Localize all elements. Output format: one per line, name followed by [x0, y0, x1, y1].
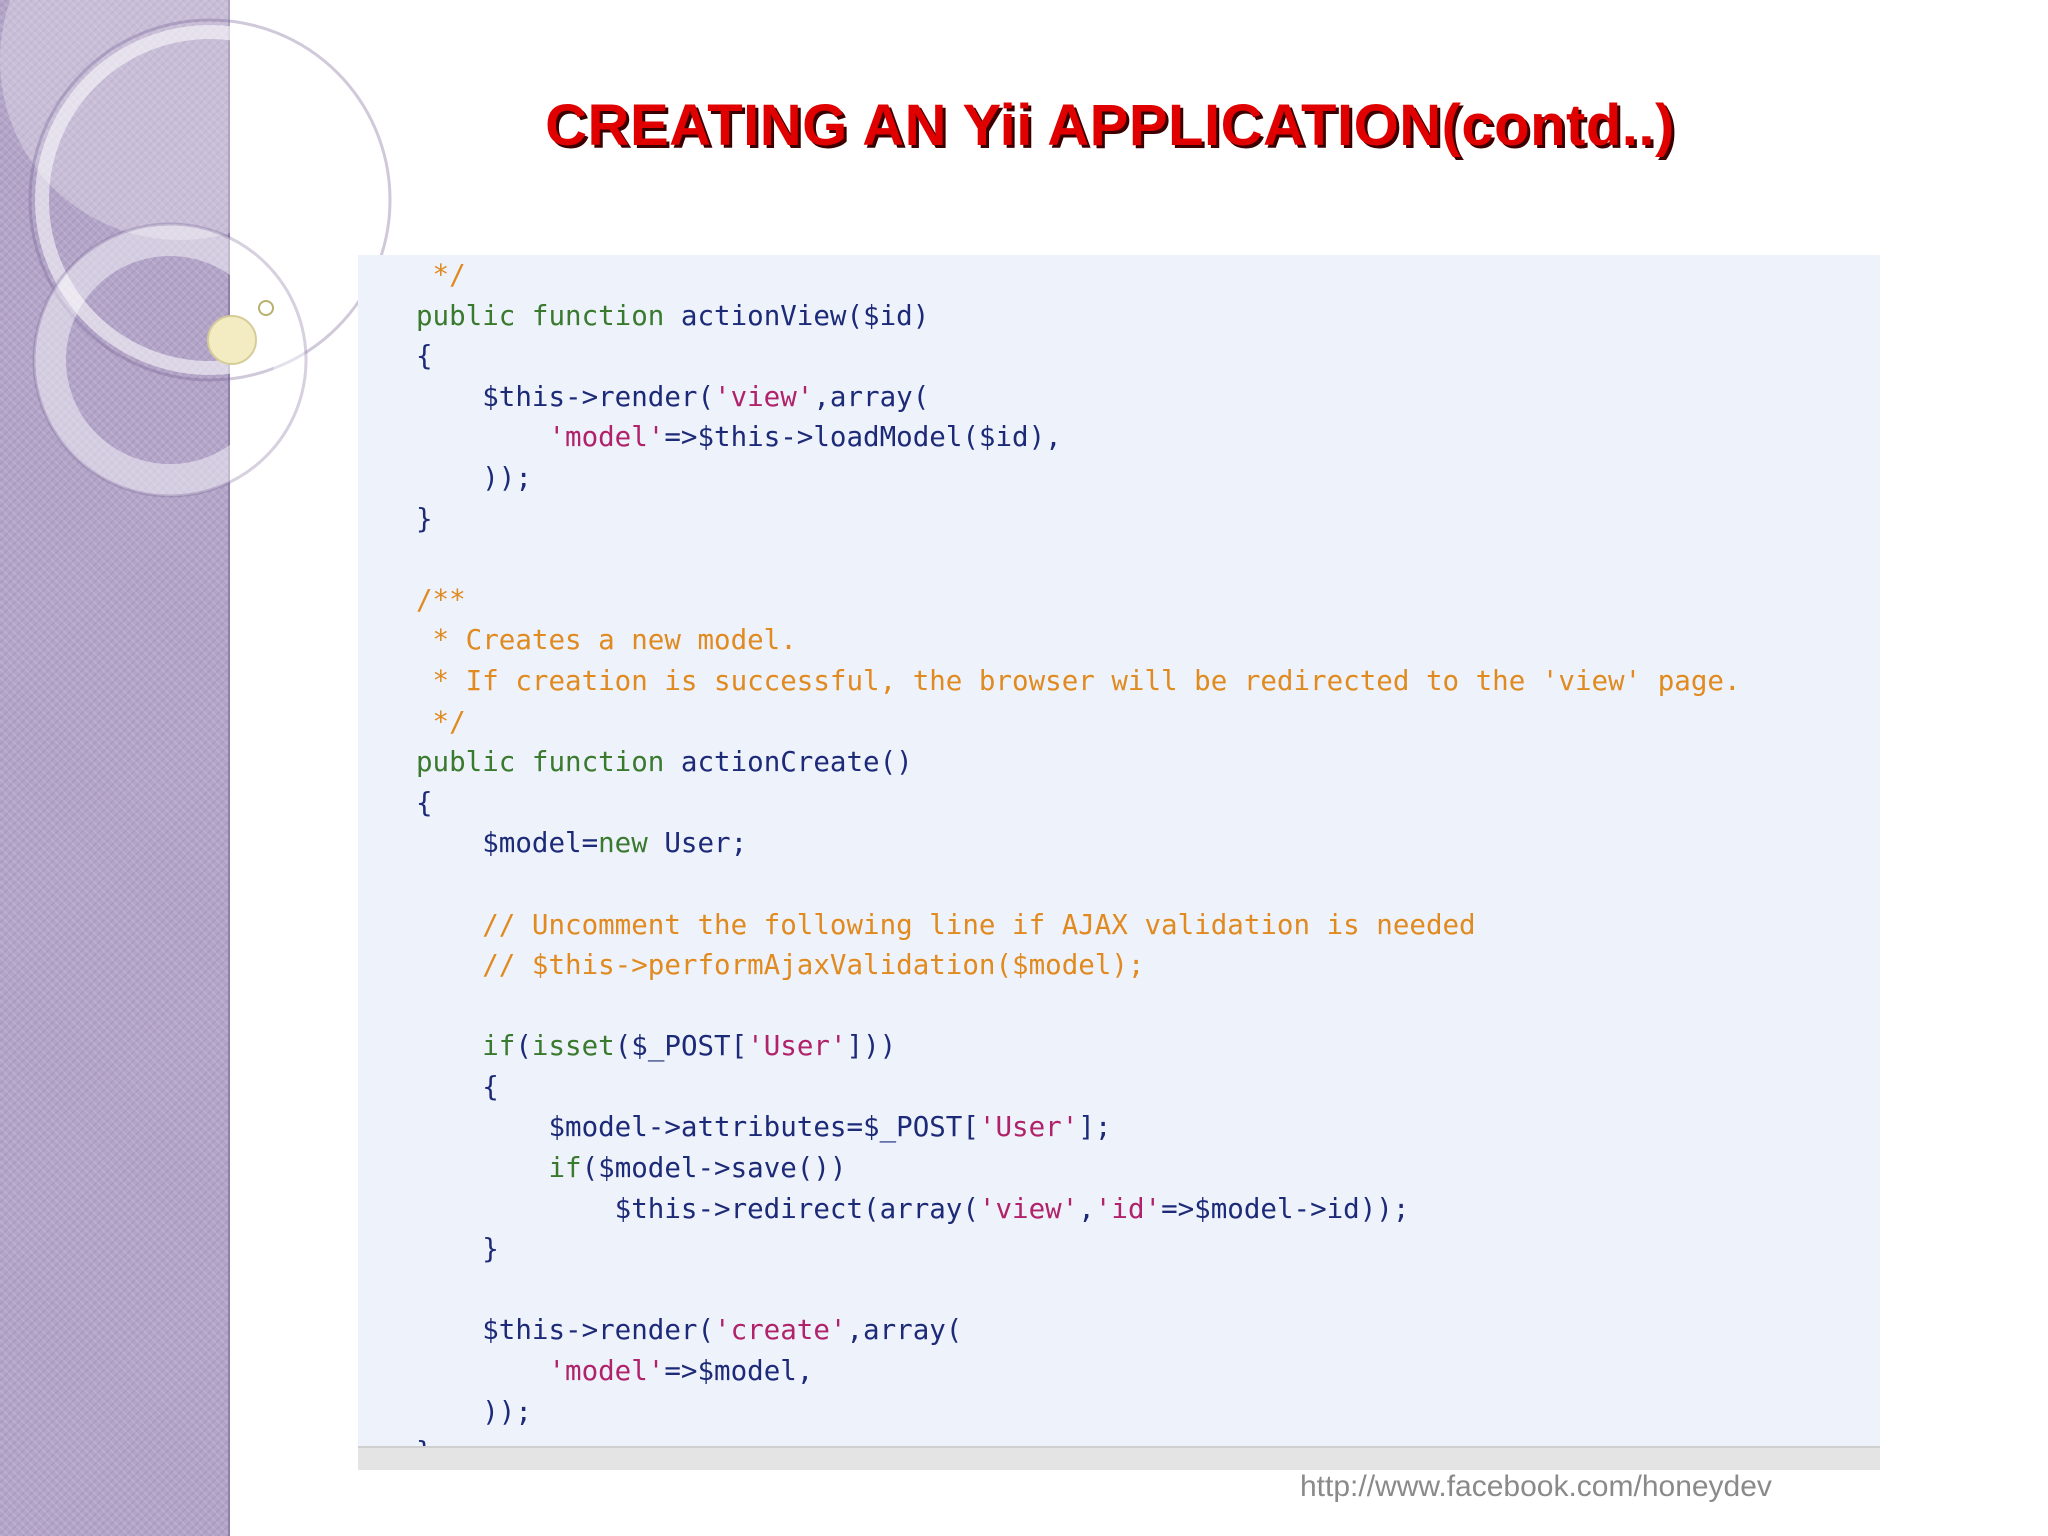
code-token: } [416, 1233, 499, 1266]
code-line: * Creates a new model. [416, 620, 1741, 661]
code-token: =>$model->id)); [1161, 1192, 1410, 1225]
code-line: 'model'=>$this->loadModel($id), [416, 417, 1741, 458]
code-token: ]; [1078, 1111, 1112, 1144]
code-token: 'User' [747, 1030, 847, 1063]
code-line: if(isset($_POST['User'])) [416, 1026, 1741, 1067]
code-line: )); [416, 458, 1741, 499]
code-token: $model= [416, 827, 599, 860]
code-token: 'view' [714, 380, 814, 413]
code-line: // $this->performAjaxValidation($model); [416, 945, 1741, 986]
code-token: /** [416, 583, 466, 616]
code-token: 'User' [978, 1111, 1079, 1144]
code-token: actionView($id) [664, 299, 930, 332]
code-token: $model->attributes=$_POST[ [416, 1111, 979, 1144]
footer-link[interactable]: http://www.facebook.com/honeydev [1300, 1470, 1772, 1503]
code-line: */ [416, 255, 1741, 296]
code-token: 'id' [1094, 1192, 1162, 1225]
code-token: { [416, 340, 433, 373]
code-token: =>$this->loadModel($id), [664, 421, 1062, 454]
code-token: if [482, 1030, 516, 1063]
code-line: } [416, 499, 1741, 540]
code-token: */ [416, 705, 466, 738]
code-token: isset [531, 1030, 615, 1063]
code-line: /** [416, 580, 1741, 621]
code-token: ,array( [846, 1314, 963, 1347]
decorative-side-band [0, 0, 230, 1536]
code-line: $model->attributes=$_POST['User']; [416, 1107, 1741, 1148]
code-token: ($model->save()) [581, 1152, 847, 1185]
decorative-circles [0, 0, 392, 498]
code-line: if($model->save()) [416, 1148, 1741, 1189]
code-line: { [416, 1067, 1741, 1108]
code-token: $this->redirect(array( [416, 1192, 979, 1225]
code-token: )); [416, 1395, 532, 1428]
code-line: 'model'=>$model, [416, 1351, 1741, 1392]
code-block: */public function actionView($id){ $this… [416, 255, 1741, 1470]
code-line: public function actionView($id) [416, 296, 1741, 337]
code-token: =>$model, [664, 1355, 814, 1388]
code-token: // Uncomment the following line if AJAX … [416, 908, 1476, 941]
code-token [416, 1152, 548, 1184]
code-line: public function actionCreate() [416, 742, 1741, 783]
code-line: )); [416, 1392, 1741, 1433]
code-token: ( [515, 1030, 532, 1063]
code-line: } [416, 1229, 1741, 1270]
code-token: * Creates a new model. [416, 624, 797, 657]
code-bottom-edge [358, 1446, 1880, 1470]
code-line: * If creation is successful, the browser… [416, 661, 1741, 702]
code-token: , [1078, 1192, 1095, 1225]
code-token: public function [416, 746, 665, 779]
code-token: new [598, 827, 648, 860]
slide-title: CREATING AN Yii APPLICATION(contd..) [545, 93, 1675, 158]
code-line: $model=new User; [416, 823, 1741, 864]
code-token: ($_POST[ [614, 1030, 748, 1063]
code-token: if [548, 1152, 582, 1185]
code-token: 'model' [548, 421, 665, 454]
code-screenshot: */public function actionView($id){ $this… [358, 255, 1880, 1470]
code-line [416, 539, 1741, 580]
code-line [416, 986, 1741, 1027]
code-token: 'view' [978, 1192, 1079, 1225]
code-token: actionCreate() [664, 746, 913, 779]
code-token: { [416, 786, 433, 819]
code-line: $this->redirect(array('view','id'=>$mode… [416, 1189, 1741, 1230]
code-line [416, 1270, 1741, 1311]
code-token: */ [416, 259, 466, 291]
code-token: } [416, 502, 433, 535]
code-token: )); [416, 461, 532, 494]
code-token [416, 1030, 482, 1062]
code-token: $this->render( [416, 380, 715, 413]
code-line: $this->render('create',array( [416, 1310, 1741, 1351]
code-line: { [416, 336, 1741, 377]
code-token: public function [416, 299, 665, 332]
code-token: $this->render( [416, 1314, 715, 1347]
code-token: ,array( [813, 380, 930, 413]
code-token: User; [647, 827, 748, 860]
code-token: 'create' [714, 1314, 847, 1347]
code-token: 'model' [548, 1355, 665, 1388]
code-token [416, 1355, 548, 1387]
code-line: $this->render('view',array( [416, 377, 1741, 418]
code-token: // $this->performAjaxValidation($model); [416, 949, 1145, 982]
code-line: // Uncomment the following line if AJAX … [416, 905, 1741, 946]
code-token: { [416, 1070, 499, 1103]
code-line: */ [416, 702, 1741, 743]
code-line [416, 864, 1741, 905]
code-token: * If creation is successful, the browser… [416, 664, 1741, 697]
code-token: ])) [846, 1030, 897, 1063]
code-token [416, 421, 548, 453]
code-line: { [416, 783, 1741, 824]
